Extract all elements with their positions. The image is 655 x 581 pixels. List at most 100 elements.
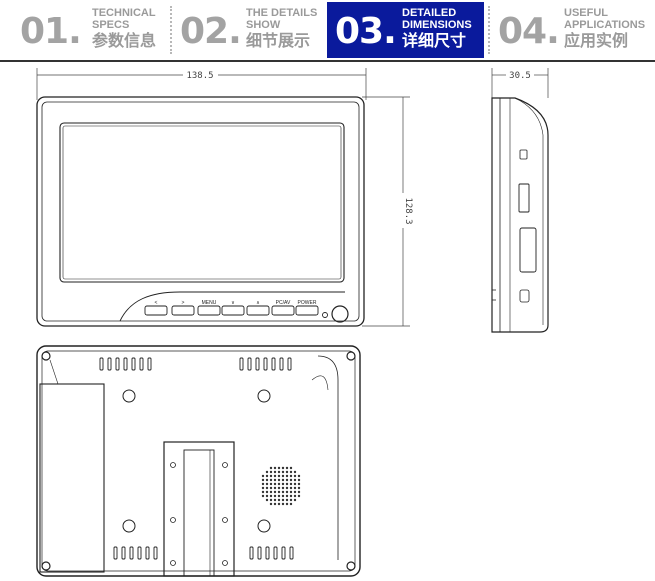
speaker-hole bbox=[285, 486, 289, 490]
speaker-hole bbox=[265, 482, 269, 486]
speaker-hole bbox=[269, 478, 273, 482]
speaker-hole bbox=[269, 470, 273, 474]
speaker-hole bbox=[293, 474, 297, 478]
down-button bbox=[221, 305, 245, 316]
pcav-button bbox=[271, 305, 295, 316]
mount-hole bbox=[122, 519, 136, 533]
tab-separator bbox=[170, 6, 172, 54]
speaker-hole bbox=[285, 474, 289, 478]
tab-english-label: THE DETAILS SHOW bbox=[246, 7, 318, 31]
speaker-hole bbox=[285, 478, 289, 482]
speaker-hole bbox=[277, 470, 281, 474]
corner-screw bbox=[41, 561, 51, 571]
tab-technical-specs[interactable]: 01. TECHNICAL SPECS 参数信息 bbox=[6, 0, 166, 58]
speaker-hole bbox=[265, 490, 269, 494]
depth-dimension-label: 30.5 bbox=[509, 71, 531, 81]
speaker-hole bbox=[261, 478, 265, 482]
tab-chinese-label: 详细尺寸 bbox=[402, 33, 467, 50]
speaker-hole bbox=[273, 498, 277, 502]
speaker-hole bbox=[289, 478, 293, 482]
speaker-hole bbox=[273, 470, 277, 474]
speaker-hole bbox=[289, 490, 293, 494]
speaker-hole bbox=[293, 490, 297, 494]
speaker-hole bbox=[273, 466, 277, 470]
vent-slot bbox=[115, 357, 120, 371]
speaker-hole bbox=[273, 474, 277, 478]
speaker-hole bbox=[285, 498, 289, 502]
speaker-hole bbox=[281, 494, 285, 498]
speaker-hole bbox=[277, 498, 281, 502]
front-bezel-outer bbox=[36, 96, 365, 327]
mount-hole bbox=[122, 389, 136, 403]
button-label-up: ∧ bbox=[256, 300, 260, 306]
tab-english-label: DETAILED DIMENSIONS bbox=[402, 7, 472, 31]
speaker-hole bbox=[289, 502, 293, 506]
speaker-hole bbox=[289, 470, 293, 474]
speaker-hole bbox=[281, 466, 285, 470]
speaker-hole bbox=[265, 486, 269, 490]
speaker-hole bbox=[281, 482, 285, 486]
battery-compartment bbox=[39, 383, 105, 573]
depth-dimension-line bbox=[491, 68, 549, 98]
tab-useful-applications[interactable]: 04. USEFUL APPLICATIONS 应用实例 bbox=[490, 0, 650, 58]
speaker-hole bbox=[273, 482, 277, 486]
control-buttons bbox=[144, 305, 349, 323]
tab-number: 01. bbox=[20, 11, 82, 52]
speaker-hole bbox=[289, 486, 293, 490]
tab-separator bbox=[488, 6, 490, 54]
speaker-hole bbox=[281, 502, 285, 506]
stand-inner bbox=[183, 449, 215, 577]
speaker-hole bbox=[297, 486, 301, 490]
speaker-hole bbox=[289, 474, 293, 478]
mount-hole bbox=[257, 519, 271, 533]
speaker-hole bbox=[269, 482, 273, 486]
tab-chinese-label: 应用实例 bbox=[564, 33, 629, 50]
corner-screw bbox=[346, 561, 356, 571]
right-handle-curve bbox=[317, 355, 339, 560]
button-label-left: < bbox=[155, 300, 158, 306]
speaker-hole bbox=[277, 466, 281, 470]
vent-slot bbox=[265, 546, 270, 560]
speaker-hole bbox=[265, 478, 269, 482]
hdmi-port bbox=[518, 183, 530, 213]
tab-detailed-dimensions[interactable]: 03. DETAILED DIMENSIONS 详细尺寸 bbox=[327, 2, 484, 58]
vent-slot bbox=[123, 357, 128, 371]
vent-slot bbox=[279, 357, 284, 371]
vent-slot bbox=[273, 546, 278, 560]
speaker-hole bbox=[289, 482, 293, 486]
speaker-hole bbox=[265, 494, 269, 498]
stand-outer bbox=[163, 441, 235, 577]
width-dimension-label: 138.5 bbox=[186, 71, 213, 81]
vent-slot bbox=[107, 357, 112, 371]
vent-slot bbox=[137, 546, 142, 560]
speaker-hole bbox=[289, 494, 293, 498]
speaker-hole bbox=[277, 474, 281, 478]
speaker-hole bbox=[261, 494, 265, 498]
header-rule bbox=[0, 60, 655, 62]
speaker-hole bbox=[293, 478, 297, 482]
width-dimension-line bbox=[36, 68, 367, 100]
speaker-hole bbox=[269, 466, 273, 470]
section-tabs: 01. TECHNICAL SPECS 参数信息 02. THE DETAILS… bbox=[0, 0, 655, 62]
back-outer bbox=[36, 345, 361, 577]
button-label-down: ∨ bbox=[231, 300, 235, 306]
speaker-hole bbox=[273, 478, 277, 482]
speaker-hole bbox=[285, 502, 289, 506]
speaker-hole bbox=[281, 490, 285, 494]
vent-slot bbox=[147, 357, 152, 371]
tab-details-show[interactable]: 02. THE DETAILS SHOW 细节展示 bbox=[172, 0, 322, 58]
speaker-hole bbox=[269, 486, 273, 490]
speaker-hole bbox=[281, 498, 285, 502]
speaker-hole bbox=[273, 494, 277, 498]
tab-english-label: USEFUL APPLICATIONS bbox=[564, 7, 646, 31]
speaker-hole bbox=[297, 478, 301, 482]
speaker-hole bbox=[281, 486, 285, 490]
speaker-hole bbox=[285, 482, 289, 486]
speaker-hole bbox=[297, 474, 301, 478]
button-panel-curve bbox=[119, 291, 345, 322]
speaker-hole bbox=[297, 490, 301, 494]
right-button bbox=[171, 305, 195, 316]
speaker-hole bbox=[281, 478, 285, 482]
vent-slot bbox=[99, 357, 104, 371]
power-button bbox=[295, 305, 319, 316]
